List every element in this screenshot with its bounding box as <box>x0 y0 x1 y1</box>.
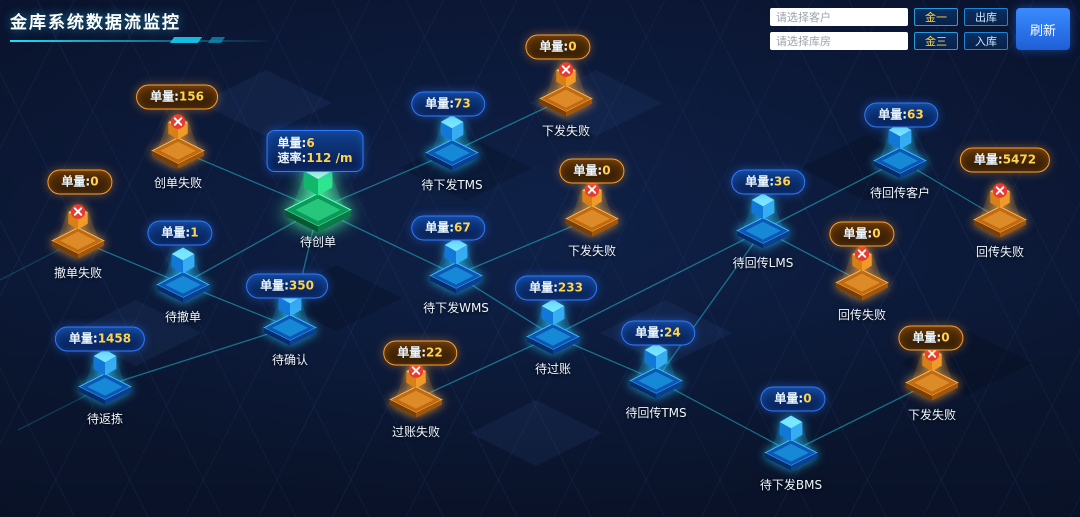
node-icon <box>425 229 487 297</box>
node-badge: 单量:36 <box>731 169 805 195</box>
node-label: 创单失败 <box>153 176 203 190</box>
node-icon <box>760 406 822 474</box>
node-label: 待下发WMS <box>423 301 489 315</box>
node-icon <box>625 334 687 402</box>
filter-grid: 金一 出库 金三 入库 <box>770 8 1008 50</box>
header-controls: 金一 出库 金三 入库 刷新 <box>770 8 1070 50</box>
node-label: 下发失败 <box>567 244 617 258</box>
header: 金库系统数据流监控 金一 出库 金三 入库 刷新 <box>0 0 1080 50</box>
node-icon <box>421 106 483 174</box>
node-label: 待撤单 <box>164 310 202 324</box>
outbound-button[interactable]: 出库 <box>964 8 1008 26</box>
node-badge: 单量:1 <box>147 220 213 246</box>
node-label: 待返拣 <box>86 412 124 426</box>
node-label: 待回传客户 <box>869 186 931 200</box>
node-icon <box>561 172 623 240</box>
node-label: 待创单 <box>299 235 337 249</box>
refresh-button[interactable]: 刷新 <box>1016 8 1070 50</box>
node-icon <box>74 340 136 408</box>
node-badge: 单量:233 <box>515 275 597 301</box>
node-badge: 单量:0 <box>525 34 591 60</box>
node-icon <box>831 236 893 304</box>
node-label: 待下发TMS <box>421 178 483 192</box>
node-badge: 单量:0 <box>829 221 895 247</box>
page-title: 金库系统数据流监控 <box>10 13 181 33</box>
node-badge: 单量:1458 <box>54 326 146 352</box>
node-icon <box>147 104 209 172</box>
node-label: 回传失败 <box>975 245 1025 259</box>
node-icon <box>732 184 794 252</box>
node-badge: 单量:350 <box>246 273 328 299</box>
node-icon <box>901 336 963 404</box>
title-decoration <box>10 37 340 46</box>
inbound-button[interactable]: 入库 <box>964 32 1008 50</box>
jin3-button[interactable]: 金三 <box>914 32 958 50</box>
node-label: 下发失败 <box>907 408 957 422</box>
node-badge: 单量:0 <box>47 169 113 195</box>
node-label: 下发失败 <box>541 124 591 138</box>
node-label: 待回传LMS <box>732 256 794 270</box>
node-badge: 单量:67 <box>411 215 485 241</box>
node-icon <box>279 151 357 237</box>
node-badge: 单量:24 <box>621 320 695 346</box>
node-badge: 单量:0 <box>898 325 964 351</box>
jin1-button[interactable]: 金一 <box>914 8 958 26</box>
node-badge: 单量:73 <box>411 91 485 117</box>
node-label: 待确认 <box>271 353 309 367</box>
node-badge: 单量:0 <box>760 386 826 412</box>
node-label: 撤单失败 <box>53 266 103 280</box>
node-label: 回传失败 <box>837 308 887 322</box>
node-label: 待回传TMS <box>625 406 687 420</box>
node-badge: 单量:0 <box>559 158 625 184</box>
customer-select[interactable] <box>770 8 908 26</box>
node-icon <box>522 290 584 358</box>
node-badge: 单量:63 <box>864 102 938 128</box>
node-badge: 单量:22 <box>383 340 457 366</box>
node-icon <box>47 194 109 262</box>
node-label: 过账失败 <box>391 425 441 439</box>
node-label: 待下发BMS <box>759 478 823 492</box>
title-block: 金库系统数据流监控 <box>10 8 340 46</box>
node-badge: 单量:5472 <box>959 147 1051 173</box>
node-icon <box>152 238 214 306</box>
node-icon <box>259 281 321 349</box>
node-icon <box>969 173 1031 241</box>
warehouse-select[interactable] <box>770 32 908 50</box>
node-icon <box>535 52 597 120</box>
node-badge: 单量:156 <box>136 84 218 110</box>
node-icon <box>385 353 447 421</box>
node-label: 待过账 <box>534 362 572 376</box>
